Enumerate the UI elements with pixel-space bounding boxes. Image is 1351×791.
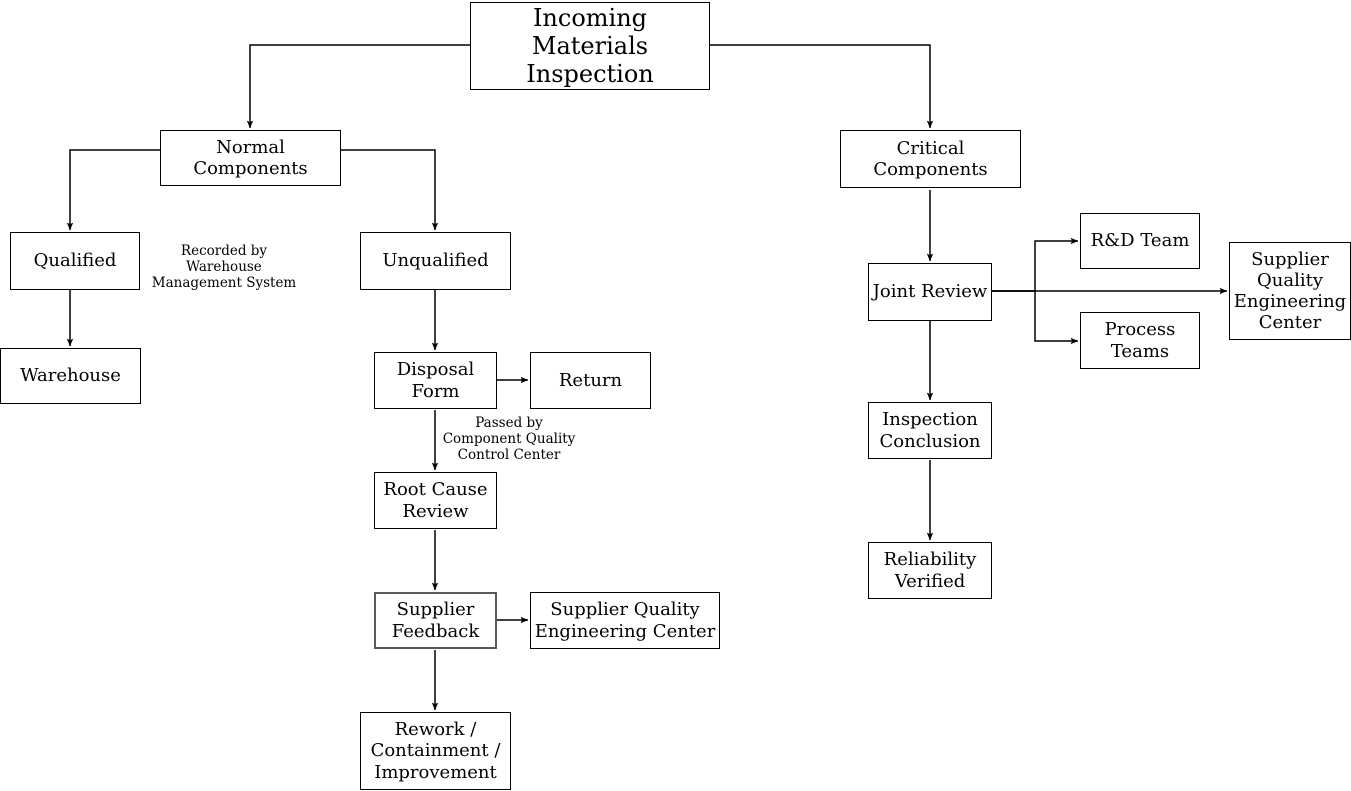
node-inspection-conclusion[interactable]: Inspection Conclusion — [868, 402, 992, 459]
node-normal-components[interactable]: Normal Components — [160, 130, 341, 186]
edge-label-recorded-by-warehouse-management-system: Recorded by Warehouse Management System — [151, 243, 297, 292]
node-process-teams[interactable]: Process Teams — [1080, 312, 1200, 369]
node-critical-components[interactable]: Critical Components — [840, 130, 1021, 188]
node-rd-team[interactable]: R&D Team — [1080, 213, 1200, 269]
node-warehouse[interactable]: Warehouse — [0, 348, 141, 404]
edge-normal-to-qualified — [66, 149, 160, 231]
edge-normal-to-unqualified — [341, 149, 439, 231]
edge-inspection-to-normal — [246, 44, 470, 129]
node-supplier-quality-engineering-center-right[interactable]: Supplier Quality Engineering Center — [1229, 242, 1351, 340]
node-reliability-verified[interactable]: Reliability Verified — [868, 542, 992, 599]
edge-joint-review-to-rd-team — [992, 237, 1079, 292]
node-rework-containment-improvement[interactable]: Rework / Containment / Improvement — [360, 712, 511, 790]
node-disposal-form[interactable]: Disposal Form — [374, 352, 497, 409]
node-unqualified[interactable]: Unqualified — [360, 232, 511, 290]
edge-inspection-to-critical — [710, 44, 934, 129]
node-incoming-materials-inspection[interactable]: Incoming Materials Inspection — [470, 2, 710, 90]
node-supplier-quality-engineering-center[interactable]: Supplier Quality Engineering Center — [530, 592, 720, 649]
node-root-cause-review[interactable]: Root Cause Review — [374, 472, 497, 529]
node-supplier-feedback[interactable]: Supplier Feedback — [374, 592, 497, 649]
node-qualified[interactable]: Qualified — [10, 232, 140, 290]
edge-joint-review-to-process-teams — [992, 290, 1079, 345]
node-joint-review[interactable]: Joint Review — [868, 263, 992, 321]
edge-label-passed-by-component-quality-control-center: Passed by Component Quality Control Cent… — [442, 415, 576, 464]
node-return[interactable]: Return — [530, 352, 651, 409]
